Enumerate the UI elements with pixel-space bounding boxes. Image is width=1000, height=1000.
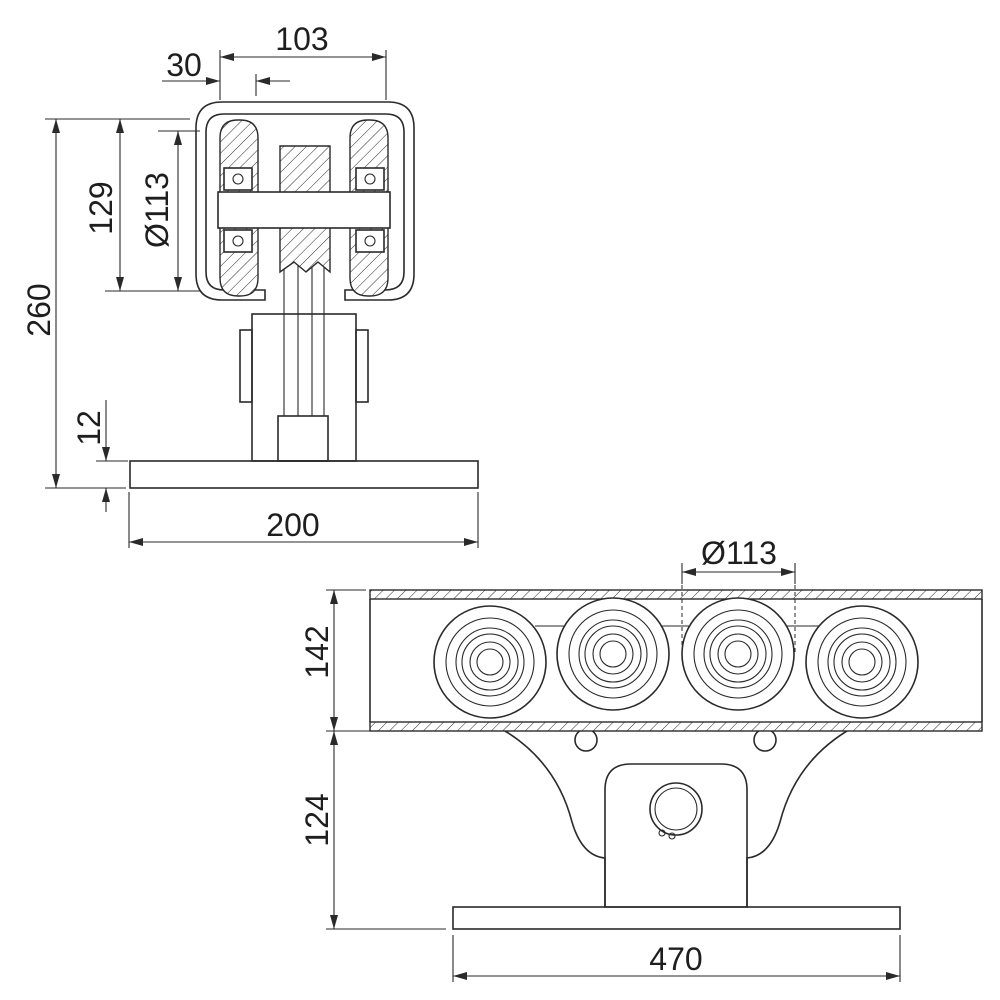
- dim-side-bracket-height-label: 124: [299, 793, 335, 846]
- dim-side-wheel-diameter: Ø113: [681, 535, 796, 654]
- front-channel: [195, 101, 415, 301]
- side-base-plate: [452, 906, 901, 930]
- side-bracket-neck: [604, 763, 748, 907]
- side-channel-top: [369, 589, 983, 600]
- side-view: Ø113 142 124 470: [299, 535, 983, 982]
- side-wheel-1: [433, 605, 547, 719]
- dim-front-offset-label: 30: [166, 47, 202, 83]
- side-wheel-3: [681, 597, 795, 711]
- side-channel-bottom: [369, 721, 983, 732]
- dim-front-height-channel: 129: [83, 119, 200, 292]
- dim-front-base-width: 200: [128, 492, 479, 548]
- dim-front-base-width-label: 200: [266, 507, 319, 543]
- front-view: 103 30 260 129: [21, 21, 479, 548]
- dim-side-base-length-label: 470: [649, 941, 702, 977]
- dim-side-base-length: 470: [452, 935, 901, 982]
- dim-front-height-total-label: 260: [21, 283, 57, 336]
- dim-front-width-top-label: 103: [275, 21, 328, 57]
- dim-front-height-total: 260: [21, 118, 190, 489]
- dim-side-bracket-height: 124: [299, 731, 446, 930]
- dim-side-channel-height-label: 142: [299, 625, 335, 678]
- side-bracket-hole-right: [753, 728, 777, 752]
- dim-side-channel-height: 142: [299, 589, 440, 732]
- side-bracket-hole-left: [574, 728, 598, 752]
- side-wheel-2: [556, 597, 670, 711]
- dim-front-wheel-diameter: Ø113: [139, 130, 200, 291]
- dim-front-base-thickness-label: 12: [71, 410, 107, 446]
- side-bracket: [499, 727, 853, 908]
- dim-front-height-channel-label: 129: [83, 181, 119, 234]
- dim-front-base-thickness: 12: [71, 400, 128, 512]
- dim-front-offset: 30: [162, 47, 290, 96]
- front-axle: [217, 191, 391, 229]
- dim-front-width-top: 103: [219, 21, 387, 100]
- dim-front-wheel-diameter-label: Ø113: [139, 172, 175, 248]
- dim-side-wheel-diameter-label: Ø113: [701, 535, 777, 571]
- side-wheel-4: [805, 605, 919, 719]
- front-support: [239, 250, 369, 462]
- side-pivot-pin: [649, 782, 703, 840]
- front-base-plate: [129, 460, 479, 489]
